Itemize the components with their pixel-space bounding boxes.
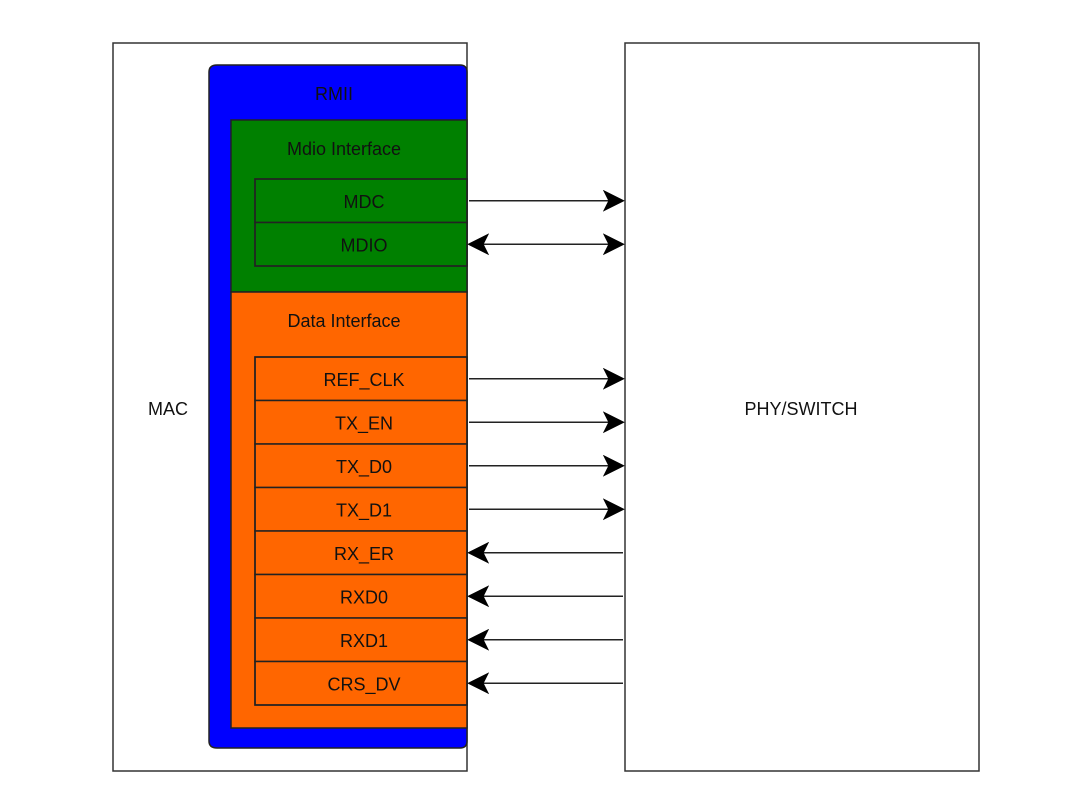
- signal-label-mdc: MDC: [344, 192, 385, 212]
- signal-label-tx-d0: TX_D0: [336, 457, 392, 478]
- signal-row-ref-clk: [254, 356, 468, 402]
- rmii-label: RMII: [315, 84, 353, 104]
- signal-label-rxd0: RXD0: [340, 587, 388, 607]
- mdio-interface-label: Mdio Interface: [287, 139, 401, 159]
- signal-label-tx-d1: TX_D1: [336, 500, 392, 521]
- signal-label-tx-en: TX_EN: [335, 413, 393, 434]
- data-signal-group-border: [254, 356, 468, 706]
- signal-label-rxd1: RXD1: [340, 631, 388, 651]
- phy-switch-block: [624, 42, 980, 772]
- mac-label: MAC: [148, 399, 188, 419]
- data-interface-label: Data Interface: [287, 311, 400, 331]
- signal-row-rxd0: [254, 573, 468, 619]
- signal-label-mdio: MDIO: [341, 235, 388, 255]
- signal-label-crs-dv: CRS_DV: [327, 674, 400, 695]
- signal-label-rx-er: RX_ER: [334, 544, 394, 565]
- signal-label-ref-clk: REF_CLK: [323, 370, 404, 391]
- phy-switch-label: PHY/SWITCH: [744, 399, 857, 419]
- mdio-signal-group-border: [254, 178, 468, 267]
